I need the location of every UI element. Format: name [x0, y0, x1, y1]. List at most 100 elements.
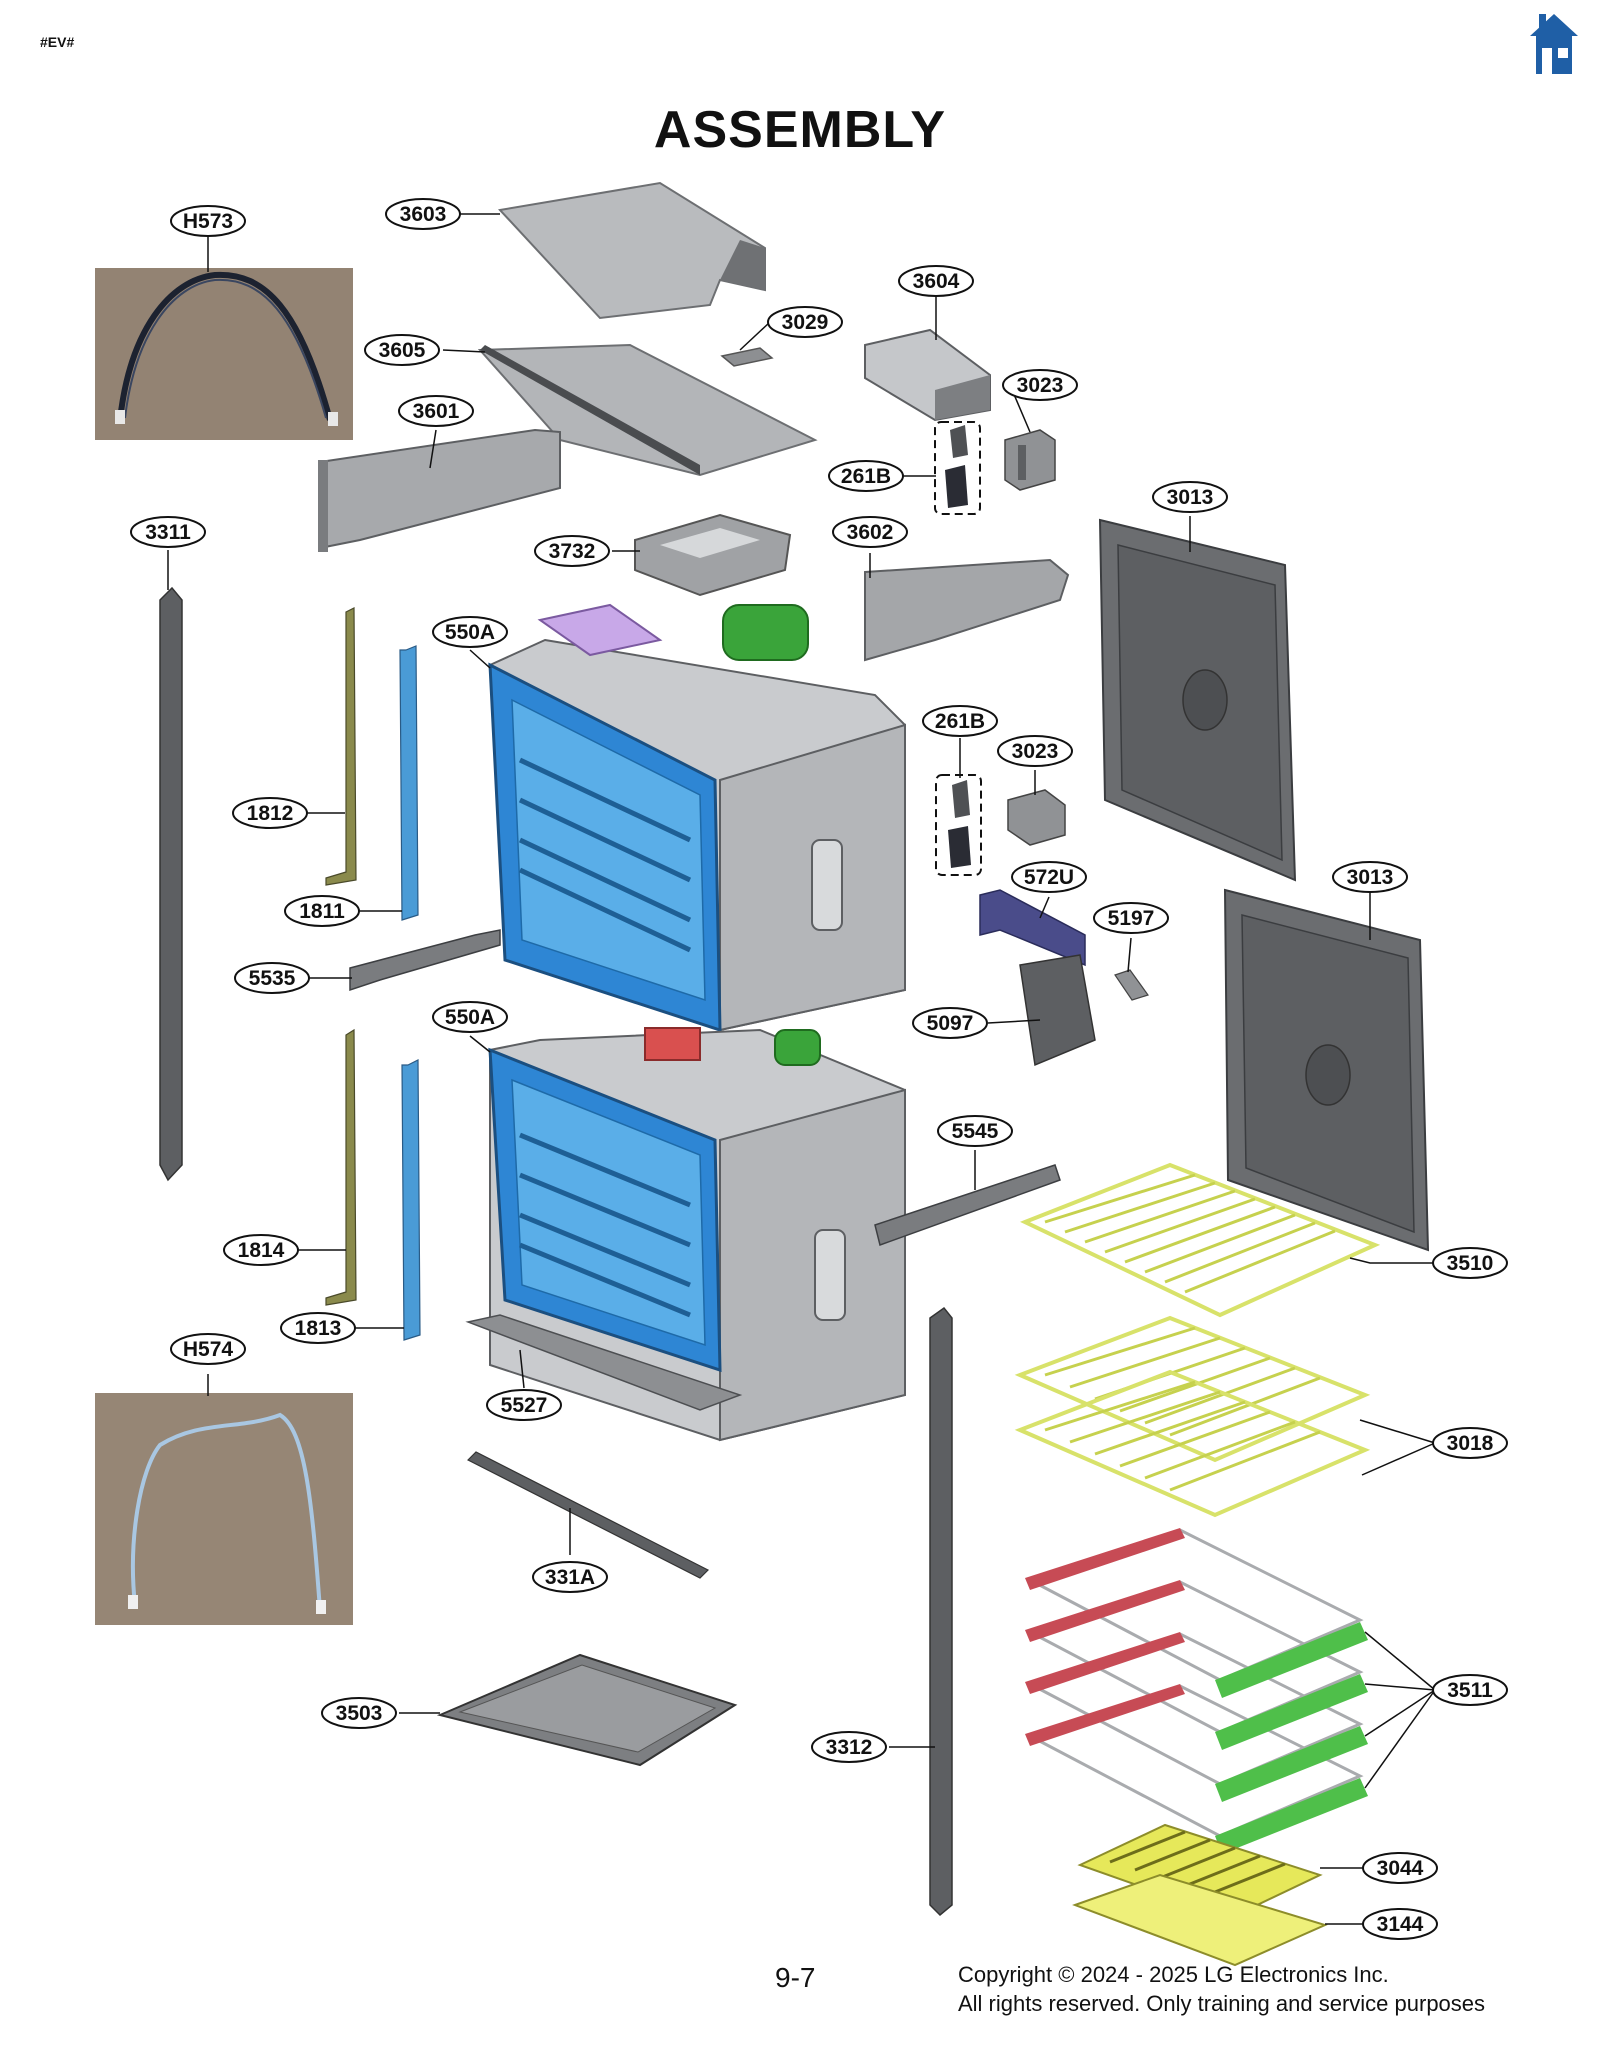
part-label-text: 3510: [1447, 1252, 1494, 1275]
part-label-3023: 3023: [1002, 369, 1078, 401]
part-label-3732: 3732: [534, 535, 610, 567]
part-3604-control-box: [864, 328, 991, 422]
part-label-text: 5527: [501, 1394, 548, 1417]
part-label-text: 3503: [336, 1702, 383, 1725]
part-label-5527: 5527: [486, 1389, 562, 1421]
part-261b-sensor-top: [934, 421, 981, 515]
part-label-text: 3144: [1377, 1913, 1424, 1936]
part-label-261b: 261B: [922, 705, 998, 737]
part-label-3605: 3605: [364, 334, 440, 366]
part-3511-sliding-racks: [1025, 1528, 1368, 1854]
page-title: ASSEMBLY: [653, 101, 947, 159]
part-3503-tray: [436, 1653, 738, 1767]
part-number-labels: H573 3603 3604 3029 3605 3023 3601 261B 3311 3013…: [130, 198, 1508, 1940]
part-label-text: 1812: [247, 802, 294, 825]
part-3023-holder-top: [1004, 429, 1056, 491]
part-3013-side-panel-upper: [1098, 518, 1297, 882]
part-label-1811: 1811: [284, 895, 360, 927]
copyright-line-2: All rights reserved. Only training and s…: [958, 1991, 1486, 2016]
part-3510-rack: [1019, 1162, 1381, 1318]
harness-photo-h573: [95, 268, 353, 440]
part-label-text: 3605: [379, 339, 426, 362]
part-label-text: H573: [183, 210, 233, 233]
part-label-text: 3604: [913, 270, 960, 293]
part-label-3312: 3312: [811, 1731, 887, 1763]
part-label-text: 331A: [545, 1566, 595, 1589]
part-label-550a: 550A: [432, 616, 508, 648]
part-label-text: 1814: [238, 1239, 285, 1262]
part-label-5535: 5535: [234, 962, 310, 994]
part-label-3044: 3044: [1362, 1852, 1438, 1884]
part-label-3603: 3603: [385, 198, 461, 230]
part-3311-left-rail: [159, 586, 183, 1182]
part-label-text: 572U: [1024, 866, 1074, 889]
part-label-text: 3013: [1167, 486, 1214, 509]
part-1812-guide: [325, 607, 357, 886]
part-label-331a: 331A: [532, 1561, 608, 1593]
part-label-5545: 5545: [937, 1115, 1013, 1147]
part-label-572u: 572U: [1011, 861, 1087, 893]
part-3023-holder-mid: [1007, 789, 1066, 846]
part-label-text: 3023: [1017, 374, 1064, 397]
part-label-text: 5545: [952, 1120, 999, 1143]
part-label-3510: 3510: [1432, 1247, 1508, 1279]
part-label-261b: 261B: [828, 460, 904, 492]
part-3029-bracket: [720, 347, 774, 367]
part-1814-guide: [325, 1028, 357, 1306]
part-5197-clip: [1114, 969, 1149, 1001]
part-label-text: 3023: [1012, 740, 1059, 763]
part-331a-strip: [466, 1451, 710, 1579]
copyright-notice: Copyright © 2024 - 2025 LG Electronics I…: [958, 1960, 1485, 2018]
part-label-text: 1813: [295, 1317, 342, 1340]
part-3605-front-panel: [477, 343, 818, 477]
part-label-1814: 1814: [223, 1234, 299, 1266]
harness-photo-h574: [95, 1393, 353, 1625]
part-label-text: 3029: [782, 311, 829, 334]
part-label-3604: 3604: [898, 265, 974, 297]
part-550a-upper-cavity: [487, 603, 906, 1033]
part-label-text: 5197: [1108, 907, 1155, 930]
part-3018-rack-lower: [1014, 1369, 1371, 1518]
part-label-text: 3013: [1347, 866, 1394, 889]
part-label-3311: 3311: [130, 516, 206, 548]
part-3013-side-panel-lower: [1223, 888, 1430, 1252]
part-label-3602: 3602: [832, 516, 908, 548]
part-550a-lower-cavity: [465, 1027, 906, 1442]
part-label-3013: 3013: [1332, 861, 1408, 893]
part-label-5197: 5197: [1093, 902, 1169, 934]
part-label-text: 3603: [400, 203, 447, 226]
part-label-3018: 3018: [1432, 1427, 1508, 1459]
part-3732-module: [634, 513, 792, 597]
part-3312-right-rail: [929, 1306, 953, 1917]
document-code: #EV#: [40, 34, 75, 50]
part-label-3023: 3023: [997, 735, 1073, 767]
part-label-text: 3732: [549, 540, 596, 563]
part-label-3013: 3013: [1152, 481, 1228, 513]
part-label-text: 3044: [1377, 1857, 1424, 1880]
leader-lines: [167, 213, 1436, 1925]
part-label-text: 261B: [841, 465, 891, 488]
part-3144-broil-pan: [1072, 1873, 1328, 1967]
part-label-text: 3311: [145, 521, 191, 544]
part-label-text: 1811: [299, 900, 345, 923]
part-label-text: H574: [183, 1338, 234, 1361]
part-1813-guide: [401, 1059, 421, 1341]
part-label-text: 3601: [413, 400, 460, 423]
part-label-h573: H573: [170, 205, 246, 237]
part-label-text: 3312: [826, 1736, 873, 1759]
part-label-text: 550A: [445, 1006, 495, 1029]
part-3601-side-bracket: [318, 428, 561, 552]
part-label-3144: 3144: [1362, 1908, 1438, 1940]
copyright-line-1: Copyright © 2024 - 2025 LG Electronics I…: [958, 1962, 1389, 1987]
part-5097-cover: [1019, 954, 1096, 1067]
part-261b-sensor-mid: [935, 774, 982, 876]
part-label-h574: H574: [170, 1333, 246, 1365]
part-label-3601: 3601: [398, 395, 474, 427]
part-label-text: 3602: [847, 521, 894, 544]
home-icon[interactable]: [1528, 12, 1580, 76]
part-label-1813: 1813: [280, 1312, 356, 1344]
part-label-3029: 3029: [767, 306, 843, 338]
part-label-text: 550A: [445, 621, 495, 644]
part-572u-bracket: [979, 889, 1086, 967]
